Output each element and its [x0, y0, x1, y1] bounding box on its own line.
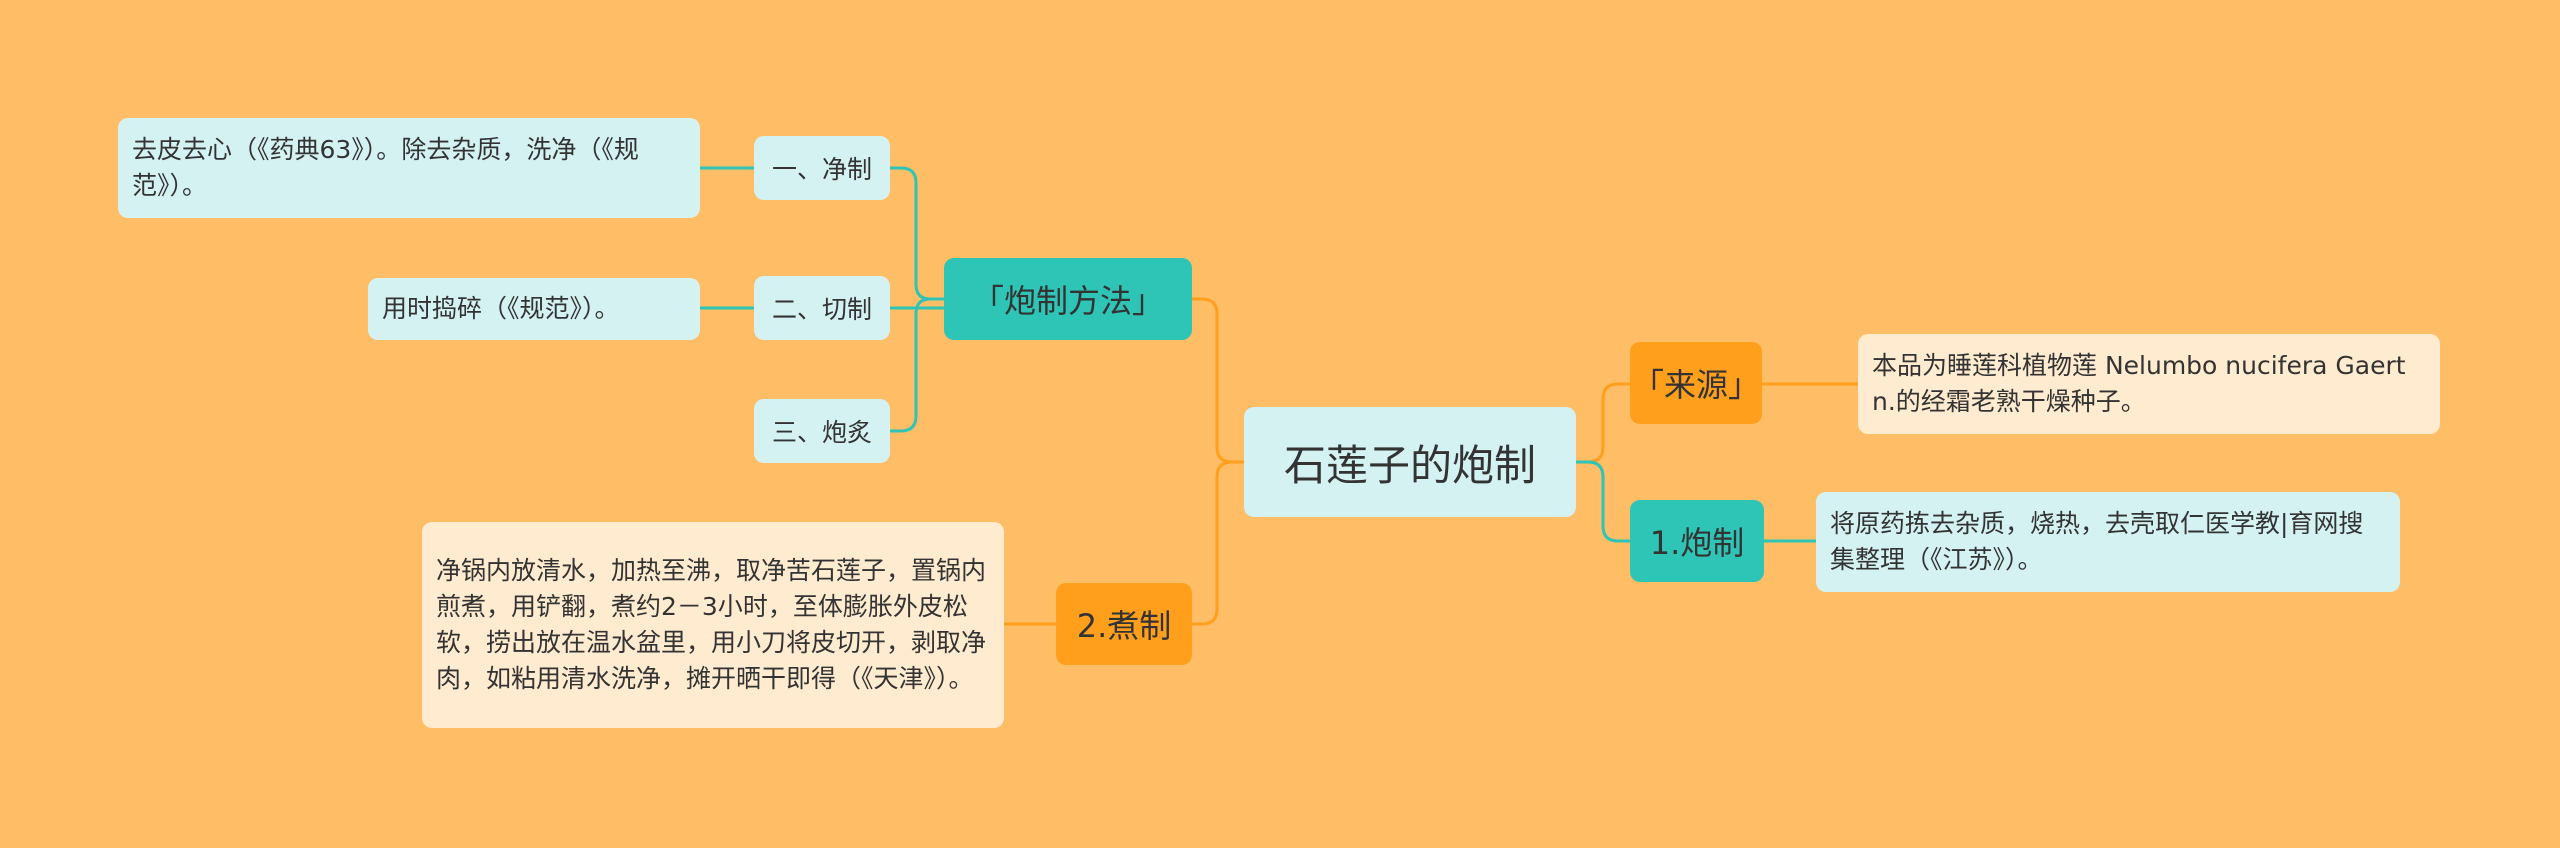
- branch-process[interactable]: 1.炮制: [1630, 500, 1764, 582]
- method-item-cleaning-detail[interactable]: 去皮去心（《药典63》）。除去杂质，洗净（《规范》）。: [118, 118, 700, 218]
- connector-root-methods: [1192, 297, 1244, 464]
- source-detail-text: 本品为睡莲科植物莲 Nelumbo nucifera Gaertn.的经霜老熟干…: [1872, 351, 2406, 416]
- root-topic-label: 石莲子的炮制: [1283, 440, 1536, 490]
- branch-boil[interactable]: 2.煮制: [1056, 583, 1192, 665]
- method-item-cutting[interactable]: 二、切制: [754, 276, 890, 340]
- process-detail[interactable]: 将原药拣去杂质，烧热，去壳取仁医学教|育网搜集整理（《江苏》）。: [1816, 492, 2400, 592]
- connector-root-process: [1576, 460, 1630, 543]
- root-topic[interactable]: 石莲子的炮制: [1244, 407, 1576, 517]
- boil-detail[interactable]: 净锅内放清水，加热至沸，取净苦石莲子，置锅内煎煮，用铲翻，煮约2－3小时，至体膨…: [422, 522, 1004, 728]
- branch-methods-label: 「炮制方法」: [971, 282, 1164, 320]
- connector-root-source: [1576, 382, 1630, 464]
- method-item-roasting-label: 三、炮炙: [771, 418, 872, 447]
- method-item-cleaning[interactable]: 一、净制: [754, 136, 890, 200]
- method-item-cutting-detail-text: 用时捣碎（《规范》）。: [382, 294, 620, 323]
- method-item-roasting[interactable]: 三、炮炙: [754, 399, 890, 463]
- method-item-cutting-detail[interactable]: 用时捣碎（《规范》）。: [368, 278, 700, 340]
- boil-detail-text: 净锅内放清水，加热至沸，取净苦石莲子，置锅内煎煮，用铲翻，煮约2－3小时，至体膨…: [436, 556, 987, 693]
- branch-source[interactable]: 「来源」: [1630, 342, 1762, 424]
- branch-methods[interactable]: 「炮制方法」: [944, 258, 1192, 340]
- method-item-cleaning-detail-text: 去皮去心（《药典63》）。除去杂质，洗净（《规范》）。: [132, 135, 639, 200]
- method-item-cutting-label: 二、切制: [771, 295, 872, 324]
- connector-methods-item1: [890, 166, 944, 301]
- process-detail-text: 将原药拣去杂质，烧热，去壳取仁医学教|育网搜集整理（《江苏》）。: [1830, 509, 2364, 574]
- branch-boil-label: 2.煮制: [1076, 607, 1172, 645]
- source-detail[interactable]: 本品为睡莲科植物莲 Nelumbo nucifera Gaertn.的经霜老熟干…: [1858, 334, 2440, 434]
- method-item-cleaning-label: 一、净制: [771, 155, 872, 184]
- branch-source-label: 「来源」: [1631, 366, 1760, 404]
- connector-root-boil: [1192, 460, 1244, 626]
- branch-process-label: 1.炮制: [1649, 524, 1745, 562]
- connector-methods-item3: [890, 297, 944, 433]
